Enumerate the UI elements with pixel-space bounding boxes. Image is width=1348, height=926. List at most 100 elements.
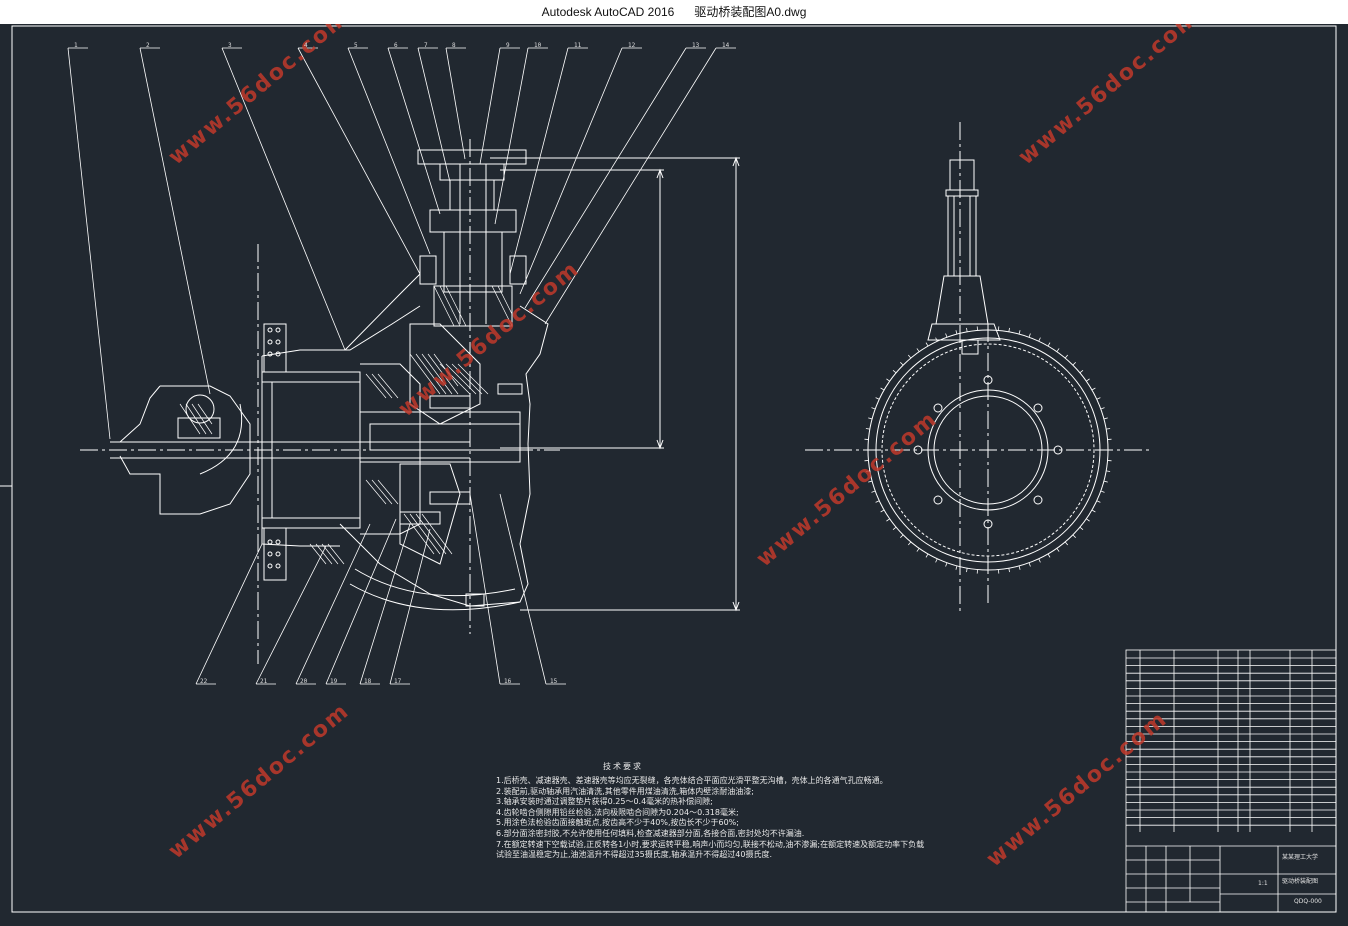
gear-tooth (892, 526, 897, 531)
gear-tooth (1103, 417, 1108, 420)
requirement-4: 4.齿轮啮合侧隙用铅丝检验,法向极限啮合间隙为0.204～0.318毫米; (496, 807, 739, 817)
gear-tooth (1028, 333, 1031, 338)
gear-tooth (871, 407, 876, 410)
app-name: Autodesk AutoCAD 2016 (541, 5, 675, 19)
gear-tooth (1056, 348, 1060, 352)
callout-22: 22 (200, 678, 208, 685)
gear-tooth (1064, 354, 1069, 359)
gear-tooth (880, 509, 885, 513)
requirement-1: 1.后桥壳、减速器壳、差速器壳等均应无裂缝，各壳体结合平面应光滑平整无沟槽，壳体… (496, 776, 888, 785)
gear-tooth (886, 518, 890, 522)
gear-tooth (865, 428, 870, 430)
gear-tooth (1064, 541, 1069, 546)
file-name: 驱动桥装配图A0.dwg (694, 5, 807, 19)
callout-3: 3 (228, 42, 232, 49)
title-block-scale: 1:1 (1258, 880, 1268, 887)
gear-tooth (1100, 407, 1105, 410)
gear-tooth (1038, 337, 1041, 342)
requirement-3: 3.轴承安装时通过调整垫片获得0.25～0.4毫米的热补偿间隙; (496, 797, 713, 807)
requirement-7: 7.在额定转速下空载试验,正反转各1小时,要求运转平稳,响声小而均匀,联接不松动… (496, 839, 925, 860)
callout-8: 8 (452, 42, 456, 49)
gear-tooth (1018, 565, 1021, 570)
gear-tooth (1056, 548, 1060, 552)
callout-4: 4 (304, 42, 308, 49)
gear-tooth (966, 568, 968, 573)
callout-16: 16 (504, 678, 512, 685)
gear-tooth (916, 348, 920, 352)
gear-tooth (945, 562, 948, 567)
callout-20: 20 (300, 678, 308, 685)
gear-tooth (1106, 470, 1111, 472)
gear-tooth (945, 333, 948, 338)
gear-tooth (1008, 568, 1010, 573)
gear-tooth (925, 553, 929, 558)
gear-tooth (1096, 397, 1101, 400)
title-block-drawing-name: 驱动桥装配图 (1282, 878, 1319, 885)
technical-requirements-title: 技术要求 (603, 762, 643, 771)
gear-tooth (865, 470, 870, 472)
gear-tooth (871, 490, 876, 493)
callout-15: 15 (550, 678, 558, 685)
gear-tooth (1091, 387, 1096, 391)
gear-tooth (907, 354, 912, 359)
technical-requirements: 1.后桥壳、减速器壳、差速器壳等均应无裂缝，各壳体结合平面应光滑平整无沟槽，壳体… (496, 776, 936, 861)
gear-tooth (925, 342, 929, 347)
gear-tooth (1072, 534, 1076, 538)
gear-tooth (966, 327, 968, 332)
callout-14: 14 (722, 42, 730, 49)
callout-1: 1 (74, 42, 78, 49)
callout-10: 10 (534, 42, 542, 49)
callout-19: 19 (330, 678, 338, 685)
gear-tooth (1079, 369, 1084, 374)
callout-7: 7 (424, 42, 428, 49)
window-title-bar: Autodesk AutoCAD 2016 驱动桥装配图A0.dwg (0, 0, 1348, 25)
gear-tooth (1018, 330, 1021, 335)
title-block-code: QDQ-000 (1294, 898, 1322, 905)
gear-tooth (1047, 342, 1051, 347)
gear-tooth (886, 378, 890, 382)
gear-tooth (880, 387, 885, 391)
callout-11: 11 (574, 42, 582, 49)
callout-13: 13 (692, 42, 700, 49)
gear-tooth (1038, 558, 1041, 563)
gear-tooth (900, 362, 904, 366)
gear-tooth (1091, 509, 1096, 513)
gear-tooth (1096, 500, 1101, 503)
callout-6: 6 (394, 42, 398, 49)
gear-tooth (868, 480, 873, 483)
gear-tooth (875, 397, 880, 400)
callout-2: 2 (146, 42, 150, 49)
callout-9: 9 (506, 42, 510, 49)
gear-tooth (1106, 428, 1111, 430)
gear-tooth (1047, 553, 1051, 558)
callout-21: 21 (260, 678, 268, 685)
callout-12: 12 (628, 42, 636, 49)
gear-tooth (1100, 490, 1105, 493)
gear-tooth (892, 369, 897, 374)
gear-tooth (875, 500, 880, 503)
callout-5: 5 (354, 42, 358, 49)
callout-17: 17 (394, 678, 402, 685)
requirement-5: 5.用涂色法检验齿面接触斑点,按齿高不少于40%,按齿长不少于60%; (496, 818, 739, 828)
drawing-canvas[interactable]: www.56doc.com www.56doc.com www.56doc.co… (0, 24, 1348, 926)
gear-tooth (955, 330, 958, 335)
gear-tooth (1103, 480, 1108, 483)
gear-tooth (1072, 362, 1076, 366)
callout-18: 18 (364, 678, 372, 685)
requirement-6: 6.部分面涂密封胶,不允许使用任何填料,检查减速器部分面,各接合面,密封处均不许… (496, 828, 805, 838)
gear-tooth (955, 565, 958, 570)
gear-tooth (935, 558, 938, 563)
drawing-frame (11, 25, 1337, 913)
gear-tooth (900, 534, 904, 538)
gear-tooth (1086, 518, 1090, 522)
gear-tooth (1028, 562, 1031, 567)
gear-tooth (868, 417, 873, 420)
gear-tooth (1086, 378, 1090, 382)
gear-tooth (935, 337, 938, 342)
requirement-2: 2.装配前,驱动轴承用汽油清洗,其他零件用煤油清洗,箱体内壁涂耐油油漆; (496, 786, 754, 796)
gear-tooth (916, 548, 920, 552)
gear-tooth (907, 541, 912, 546)
gear-tooth (1008, 327, 1010, 332)
cad-drawing (0, 25, 1337, 913)
title-block-school: 某某理工大学 (1282, 854, 1319, 861)
